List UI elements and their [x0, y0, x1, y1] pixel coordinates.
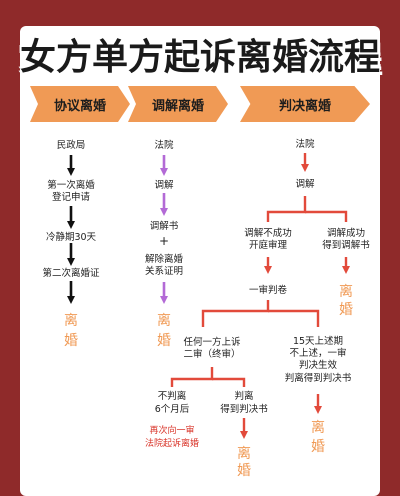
c2-court: 法院: [154, 140, 174, 151]
c3-div-result-li: 离: [237, 446, 251, 462]
c3-appeal-line2: 二审（终审）: [183, 349, 241, 360]
c3-mediation-failed-line1: 调解不成功: [244, 228, 292, 239]
c3-appeal-line1: 任何一方上诉: [183, 337, 241, 348]
c2-dissolution-proof-line1: 解除离婚: [144, 254, 183, 265]
c3-noappeal-line4: 判离得到判决书: [284, 373, 352, 384]
connector-mediation-split-left: [266, 196, 307, 222]
c1-cooling-period: 冷静期30天: [45, 232, 97, 243]
c3-mediation-failed-line2: 开庭审理: [248, 240, 287, 251]
connector-first-right: [268, 309, 320, 327]
c3-divorce-line1: 判离: [234, 391, 254, 402]
c3-sue-again-line2: 法院起诉离婚: [144, 439, 199, 449]
c2-plus: +: [158, 234, 170, 248]
page-title: 女方单方起诉离婚流程: [19, 37, 380, 78]
c3-noappeal-result-li: 离: [311, 420, 325, 436]
c3-noappeal-line1: 15天上述期: [292, 336, 344, 347]
c3-divorce-line2: 得到判决书: [220, 404, 268, 415]
c2-result-li: 离: [157, 313, 171, 329]
header-agreement-divorce: 协议离婚: [30, 86, 130, 122]
c2-dissolution-proof-line2: 关系证明: [144, 266, 183, 277]
c3-mediation-success-line2: 得到调解书: [322, 240, 370, 251]
c1-first-registration-line1: 第一次离婚: [47, 180, 95, 191]
c3-noappeal-line3: 判决生效: [298, 360, 337, 371]
flow-arrows: [67, 153, 350, 439]
connector-appeal-right: [212, 377, 246, 387]
c1-first-registration-line2: 登记申请: [51, 192, 90, 203]
c3-sue-again-line1: 再次向一审: [149, 426, 195, 436]
c3-no-divorce-line2: 6个月后: [154, 404, 190, 415]
connector-appeal-left: [170, 367, 214, 387]
c3-noappeal-result-hun: 婚: [311, 439, 325, 455]
c3-success-result-li: 离: [339, 284, 353, 300]
c1-result-hun: 婚: [64, 333, 78, 349]
c3-mediation-success-line1: 调解成功: [326, 228, 365, 239]
c2-mediation-document: 调解书: [149, 221, 179, 232]
c1-result-li: 离: [64, 313, 78, 329]
c2-result-hun: 婚: [157, 333, 171, 349]
c3-noappeal-line2: 不上述，一审: [289, 348, 347, 359]
c2-mediation: 调解: [154, 180, 174, 191]
header-judgment-divorce: 判决离婚: [240, 86, 370, 122]
c1-second-certificate: 第二次离婚证: [42, 268, 100, 279]
c3-mediation: 调解: [295, 179, 315, 190]
c3-first-instance: 一审判卷: [248, 285, 287, 296]
header-mediation-divorce: 调解离婚: [128, 86, 228, 122]
c1-civil-affairs: 民政局: [56, 140, 86, 151]
connector-mediation-split-right: [305, 210, 348, 222]
connector-first-left: [201, 300, 270, 327]
c3-div-result-hun: 婚: [237, 463, 251, 479]
c3-no-divorce-line1: 不判离: [157, 391, 187, 402]
c3-success-result-hun: 婚: [339, 302, 353, 318]
c3-court: 法院: [295, 139, 315, 150]
